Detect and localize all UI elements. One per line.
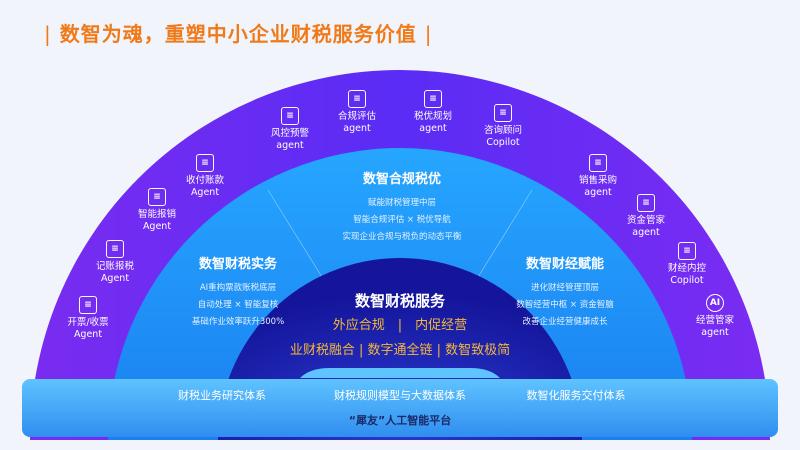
section-right: 数智财经赋能 进化财经管理顶层 数智经营中枢 × 资金智脑 改善企业经营健康成长 [516,253,614,331]
core-title: 数智财税服务 [354,292,446,310]
page-title: |数智为魂，重塑中小企业财税服务价值| [44,22,433,46]
news-icon: ≡ [494,104,512,122]
section-line: 数智经营中枢 × 资金智脑 [516,300,614,310]
title-text: 数智为魂，重塑中小企业财税服务价值 [59,22,417,46]
agent-type: agent [584,187,612,198]
agent-name: 咨询顾问 [483,125,522,136]
bottom-item: 财税规则模型与大数据体系 [334,389,466,402]
section-top: 数智合规税优 赋能财税管理中层 智能合规评估 × 税优导航 实现企业合规与税负的… [342,168,461,246]
section-line: AI重构票款账税底层 [199,283,277,293]
agent-name: 风控预警 [270,128,309,139]
core-line2: 业财税融合 | 数字通全链 | 数智致极简 [289,343,511,358]
section-line: 赋能财税管理中层 [367,198,437,208]
notes-edit-icon: ≡ [637,194,655,212]
section-line: 进化财经管理顶层 [530,283,599,293]
bottom-item: 财税业务研究体系 [178,389,266,402]
agent-type: Agent [142,221,172,232]
agent-type: Agent [73,329,103,340]
section-line: 实现企业合规与税负的动态平衡 [342,232,462,242]
platform-name: “犀友”人工智能平台 [348,414,452,427]
section-title: 数智财税实务 [198,257,277,272]
divider [474,189,533,283]
agent-name: 税优规划 [413,111,452,122]
agent-type: Agent [190,187,220,198]
bottom-item: 数智化服务交付体系 [526,389,626,402]
divider [267,189,326,283]
section-title: 数智合规税优 [362,172,442,187]
shield-search-icon: ≡ [281,107,299,125]
agent-type: agent [343,123,371,134]
core-line1: 外应合规 | 内促经营 [332,318,468,333]
monitor-chart-icon: ≡ [678,242,696,260]
document-icon: ≡ [196,154,214,172]
agent-type: agent [276,140,304,151]
agent-type: agent [419,123,447,134]
agent-name: 经营管家 [695,315,734,326]
agent-name: 资金管家 [626,215,665,226]
agent-name: 销售采购 [578,175,617,186]
section-line: 基础作业效率跃升300% [191,317,285,327]
agent-type: agent [632,227,660,238]
agent-type: Agent [100,273,130,284]
agent-name: 开票/收票 [67,317,109,328]
agent-type: agent [701,327,729,338]
section-line: 自动处理 × 智能复核 [197,300,279,310]
section-line: 改善企业经营健康成长 [522,317,608,327]
agent-type: Copilot [670,275,704,286]
agent-name: 记账报税 [95,261,134,272]
section-left: 数智财税实务 AI重构票款账税底层 自动处理 × 智能复核 基础作业效率跃升30… [192,253,284,331]
edit-icon: ≡ [424,90,442,108]
agent-name: 合规评估 [337,111,376,122]
bottom-tab [300,368,500,378]
section-line: 智能合规评估 × 税优导航 [353,215,451,225]
ai-gear-icon: AI [706,294,724,312]
agent-type: Copilot [486,137,520,148]
tax-receipt-icon: ≡ [148,188,166,206]
agent-name: 财经内控 [667,263,706,274]
chart-edit-icon: ≡ [589,154,607,172]
invoice-edit-icon: ≡ [79,296,97,314]
ledger-edit-icon: ≡ [106,240,124,258]
checklist-icon: ≡ [348,90,366,108]
agent-name: 智能报销 [137,209,176,220]
agent-name: 收付账款 [185,175,224,186]
bottom-platform [22,379,778,437]
section-title: 数智财经赋能 [525,257,604,272]
